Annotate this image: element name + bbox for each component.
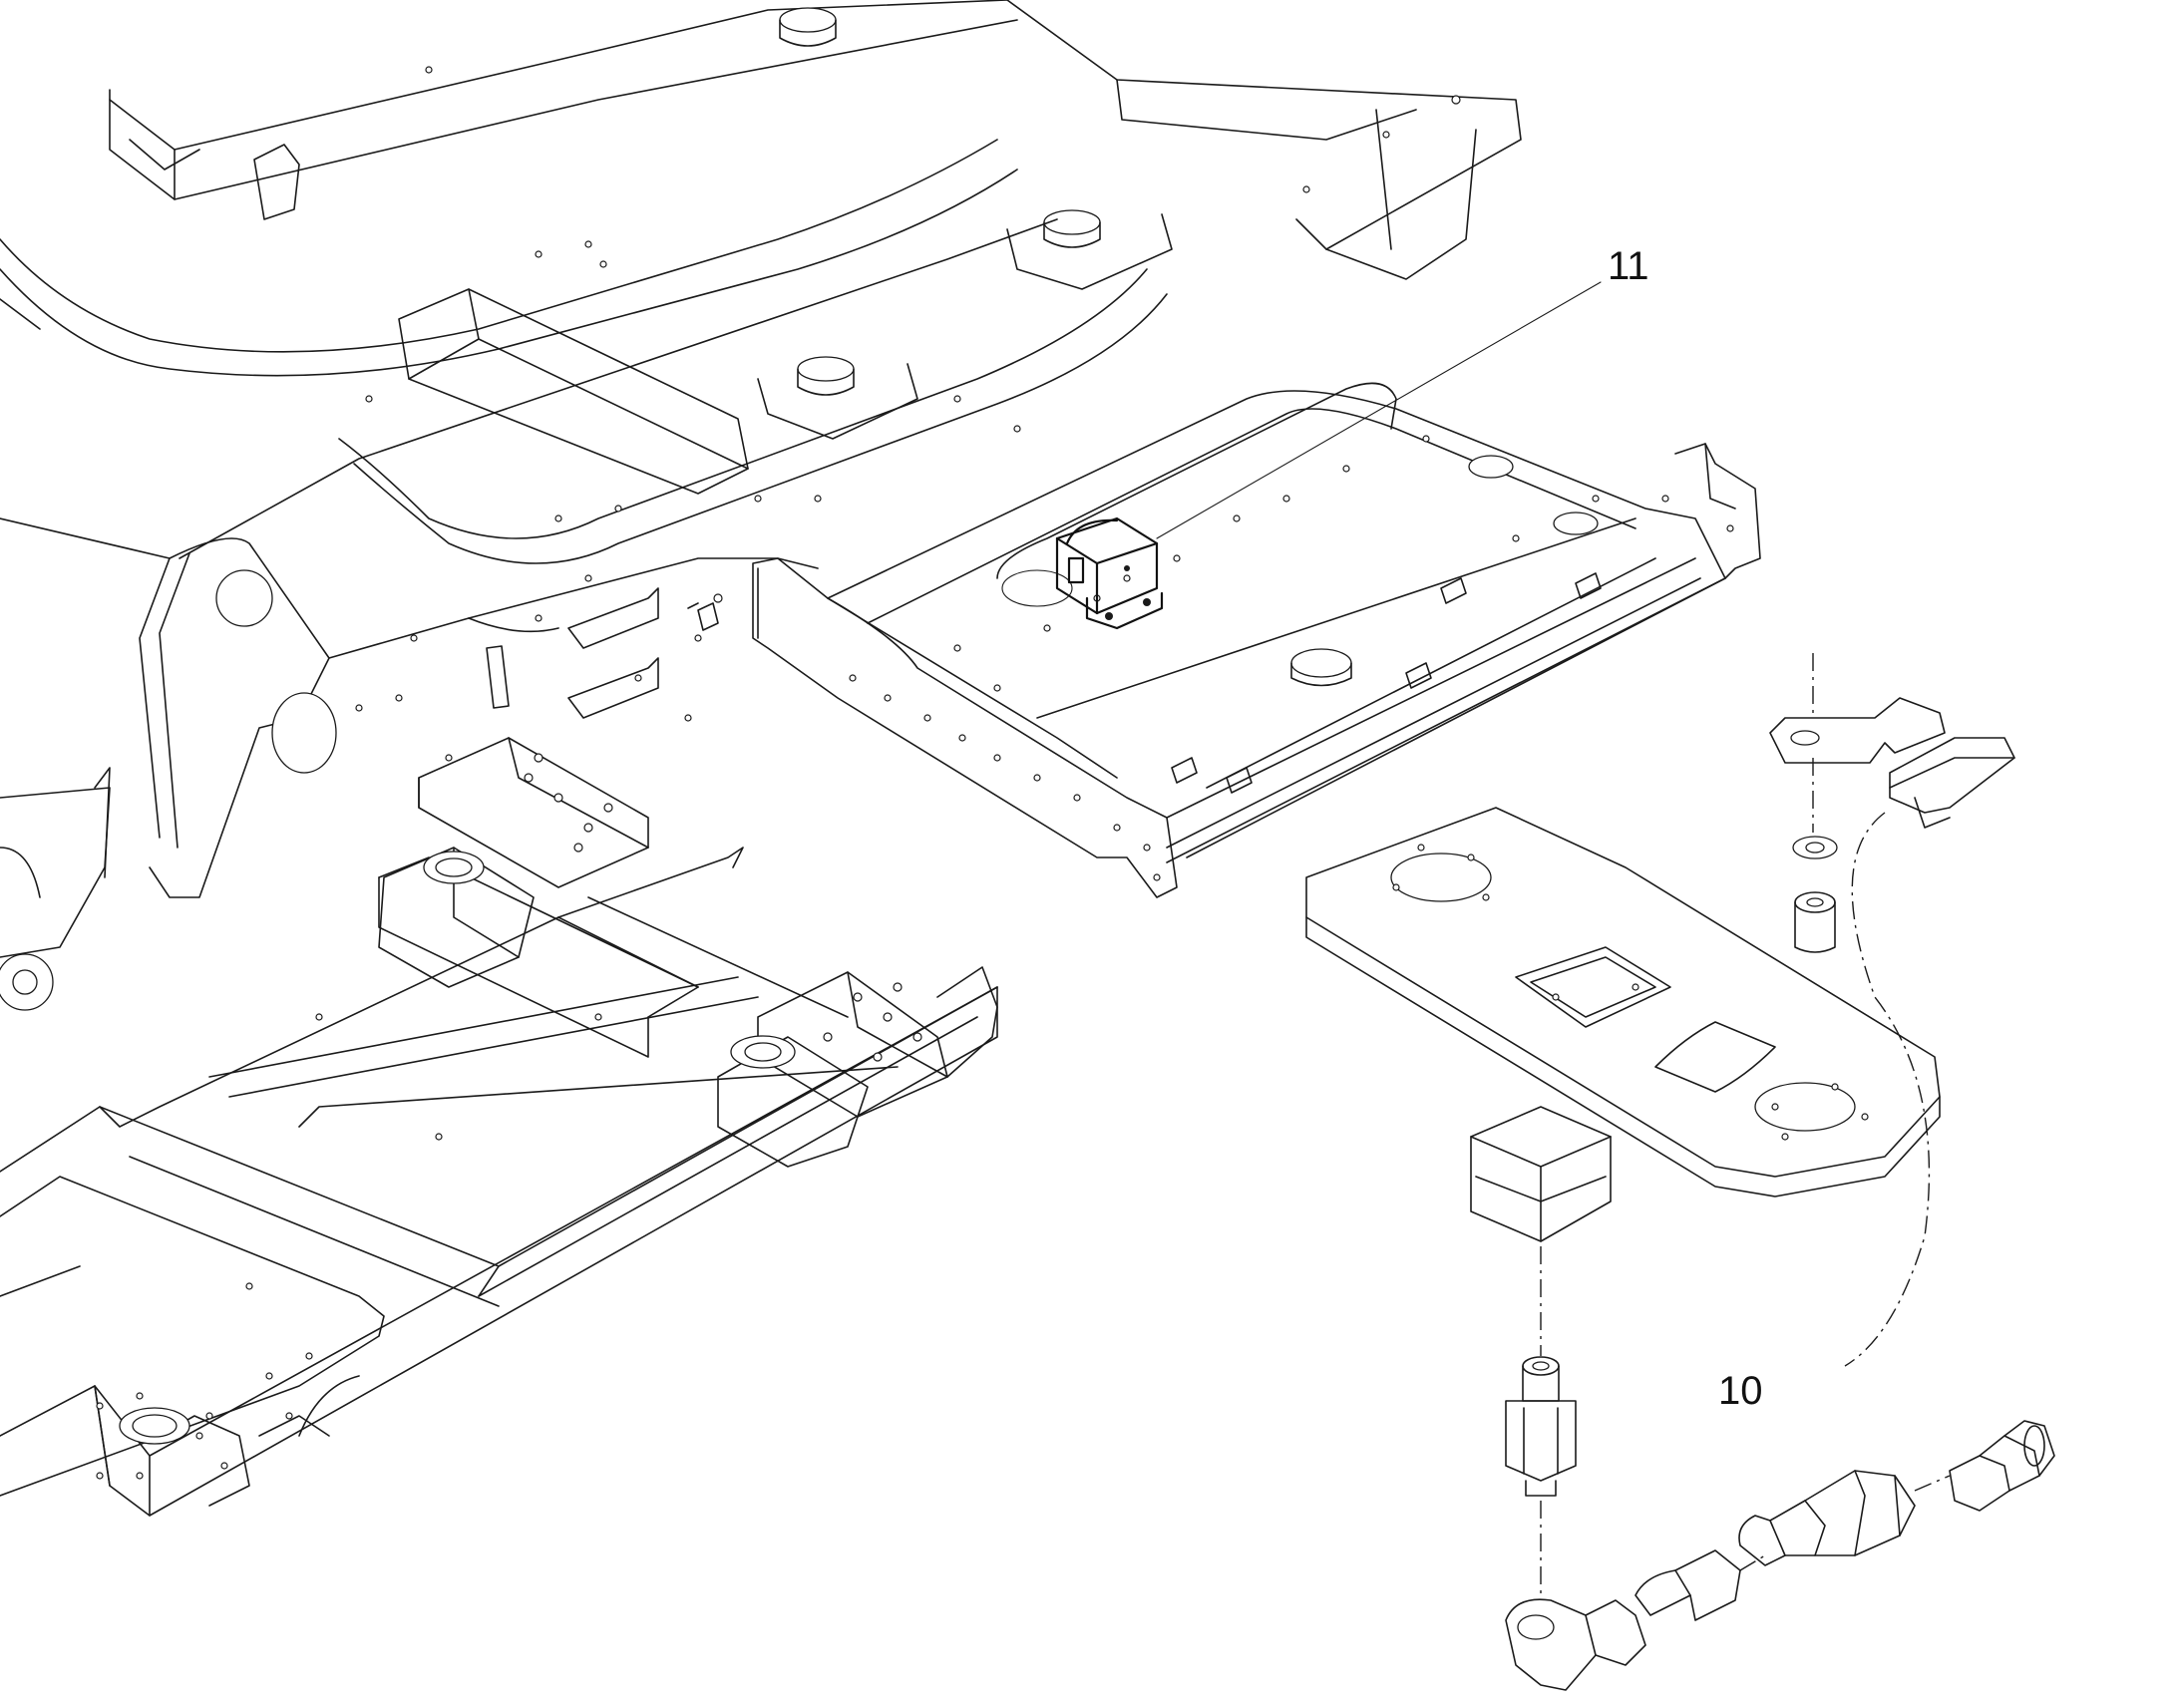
cube-block xyxy=(1470,1106,1612,1356)
bracket-assembly xyxy=(1769,653,2015,1367)
right-support-block xyxy=(717,966,998,1168)
leader-lines xyxy=(1156,281,1602,539)
front-beam xyxy=(752,382,1761,898)
leader-line-11 xyxy=(1156,281,1602,539)
left-support-block xyxy=(378,737,649,988)
item-10-hose-assembly xyxy=(1505,1356,2055,1691)
lower-frame xyxy=(0,847,998,1517)
upper-frame xyxy=(0,0,1522,564)
main-plate xyxy=(179,218,1058,762)
item-11-component xyxy=(1055,516,1164,630)
callout-label-10: 10 xyxy=(1718,1369,1763,1413)
boom-mount xyxy=(0,517,337,1011)
floor-plate xyxy=(1305,807,1941,1197)
callout-label-11: 11 xyxy=(1608,244,1649,288)
